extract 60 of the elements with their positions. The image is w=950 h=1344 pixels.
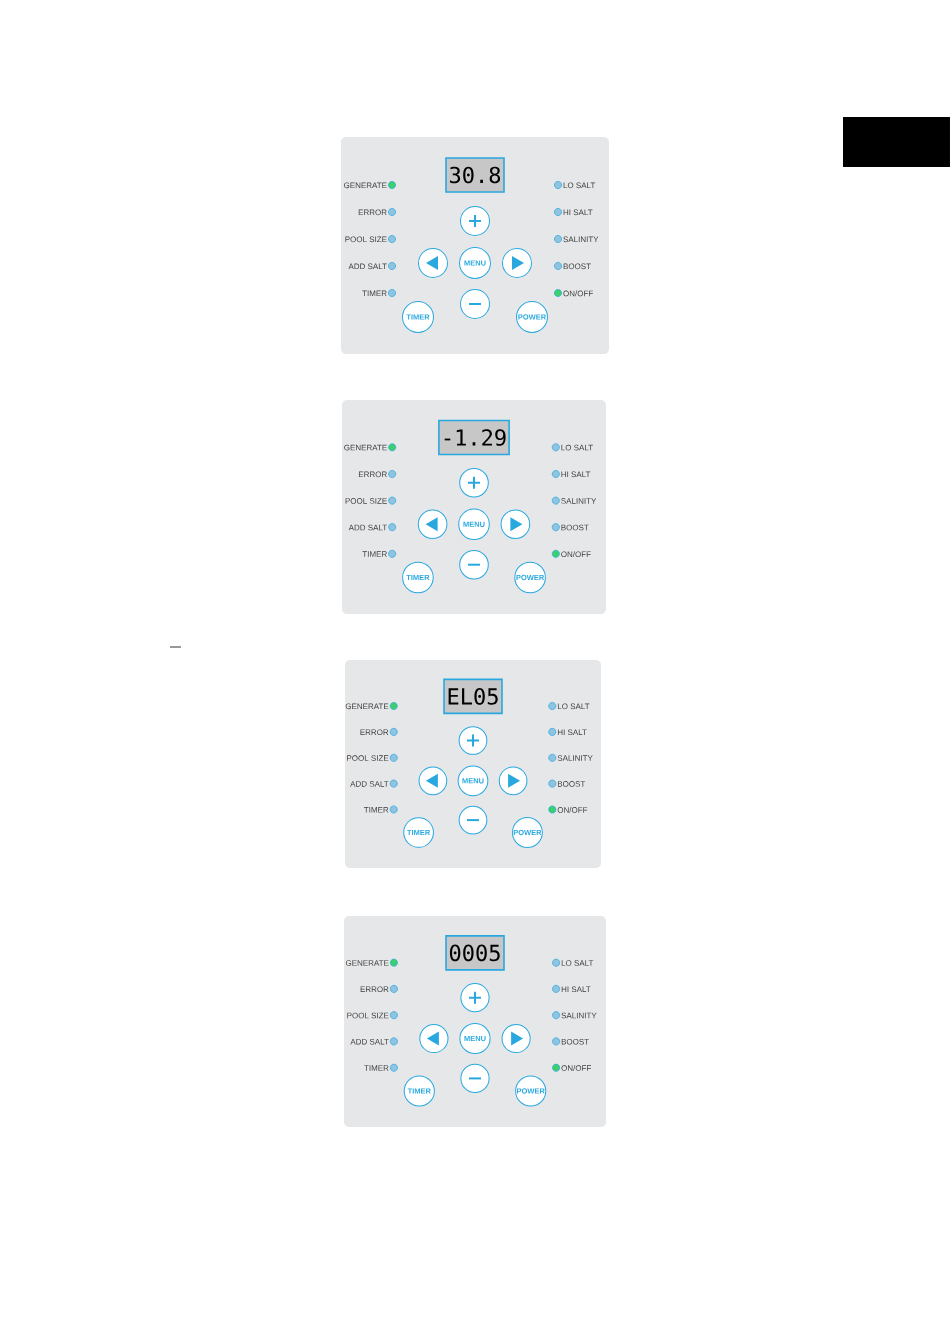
indicator-label: ON/OFF bbox=[561, 1065, 591, 1071]
indicator-label: HI SALT bbox=[561, 471, 591, 478]
indicator-label: BOOST bbox=[561, 524, 589, 531]
lcd-display: -1.29 bbox=[438, 419, 510, 456]
indicator-label: ADD SALT bbox=[348, 263, 387, 270]
right-arrow-button bbox=[502, 248, 532, 278]
indicator-label: SALINITY bbox=[561, 1012, 597, 1019]
indicator-label: LO SALT bbox=[557, 703, 590, 710]
indicator-label: GENERATE bbox=[345, 960, 389, 966]
indicator-label: SALINITY bbox=[557, 755, 593, 761]
lcd-display: EL05 bbox=[443, 678, 503, 715]
minus-button bbox=[459, 549, 489, 580]
indicator-label: SALINITY bbox=[563, 236, 599, 243]
indicator-label: ERROR bbox=[358, 471, 387, 478]
right-arrow-button bbox=[500, 509, 531, 540]
plus-button bbox=[460, 983, 490, 1013]
plus-button bbox=[459, 468, 489, 498]
indicator-label: ON/OFF bbox=[563, 290, 593, 297]
left-arrow-button bbox=[418, 248, 448, 278]
indicator-label: ON/OFF bbox=[561, 551, 591, 558]
indicator-label: HI SALT bbox=[561, 986, 591, 993]
indicator-label: POOL SIZE bbox=[345, 498, 387, 504]
plus-button bbox=[460, 206, 490, 236]
indicator-label: ADD SALT bbox=[350, 1038, 389, 1045]
minus-button bbox=[460, 289, 490, 319]
indicator-label: GENERATE bbox=[345, 703, 389, 710]
lcd-display: 0005 bbox=[445, 935, 505, 971]
indicator-label: LO SALT bbox=[561, 960, 594, 966]
left-arrow-button bbox=[418, 766, 448, 796]
indicator-label: ERROR bbox=[360, 986, 389, 993]
lcd-display: 30.8 bbox=[445, 157, 505, 193]
indicator-label: TIMER bbox=[362, 551, 387, 557]
indicator-label: HI SALT bbox=[557, 729, 587, 736]
plus-button bbox=[458, 726, 488, 755]
indicator-label: ERROR bbox=[358, 209, 387, 216]
indicator-label: ON/OFF bbox=[557, 806, 588, 813]
indicator-label: BOOST bbox=[557, 781, 586, 787]
indicator-label: GENERATE bbox=[344, 182, 387, 189]
indicator-label: ERROR bbox=[360, 729, 389, 736]
indicator-label: TIMER bbox=[364, 1065, 389, 1071]
indicator-label: GENERATE bbox=[344, 444, 387, 451]
indicator-label: TIMER bbox=[362, 290, 387, 297]
left-arrow-button bbox=[419, 1023, 449, 1054]
indicator-label: SALINITY bbox=[561, 498, 597, 504]
minus-button bbox=[458, 805, 488, 835]
left-arrow-button bbox=[417, 509, 448, 540]
indicator-label: ADD SALT bbox=[348, 524, 387, 531]
indicator-label: BOOST bbox=[563, 263, 591, 270]
indicator-label: TIMER bbox=[364, 807, 389, 813]
indicator-label: ADD SALT bbox=[350, 781, 389, 787]
minus-button bbox=[460, 1063, 490, 1093]
indicator-label: LO SALT bbox=[561, 444, 593, 451]
indicator-label: HI SALT bbox=[563, 209, 593, 216]
right-arrow-button bbox=[501, 1023, 531, 1054]
indicator-label: POOL SIZE bbox=[347, 1012, 389, 1019]
indicator-label: LO SALT bbox=[563, 182, 596, 189]
indicator-label: POOL SIZE bbox=[345, 236, 387, 243]
right-arrow-button bbox=[498, 766, 528, 796]
indicator-label: BOOST bbox=[561, 1038, 589, 1045]
indicator-label: POOL SIZE bbox=[347, 755, 389, 761]
